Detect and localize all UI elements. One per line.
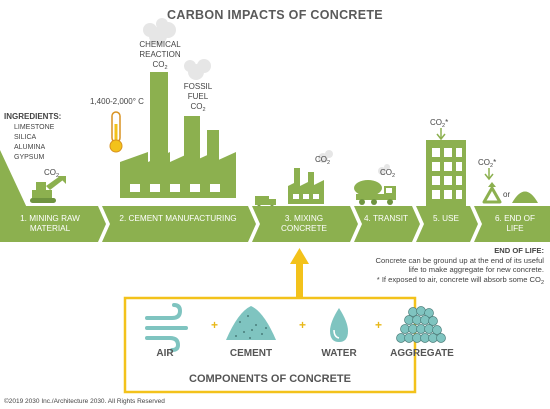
end-of-life-line-2: life to make aggregate for new concrete. (408, 265, 545, 274)
mixer-truck-icon (354, 180, 396, 205)
co2-label-transit: CO2 (380, 168, 396, 179)
plus-sign-1: + (211, 318, 219, 332)
cement-pile-icon (226, 306, 276, 340)
component-aggregate: AGGREGATE (390, 348, 454, 359)
component-water: WATER (321, 348, 357, 359)
smoke-clouds (143, 18, 390, 175)
ingredient-limestone: LIMESTONE (14, 124, 55, 131)
diagram-title: CARBON IMPACTS OF CONCRETE (167, 8, 383, 22)
ingredient-gypsum: GYPSUM (14, 154, 45, 161)
recycle-icon (482, 186, 502, 204)
end-of-life-line-1: Concrete can be ground up at the end of … (375, 255, 544, 265)
stage-label-cement-manufacturing: 2. CEMENT MANUFACTURING (119, 214, 237, 223)
aggregate-pile-icon (512, 191, 538, 203)
air-icon (145, 303, 188, 352)
ingredients-heading: INGREDIENTS: (4, 112, 62, 121)
co2-label-use: CO2* (430, 118, 449, 129)
co2-label-mixing: CO2 (315, 155, 331, 166)
end-of-life-heading: END OF LIFE: (494, 246, 544, 255)
ingredient-alumina: ALUMINA (14, 144, 46, 151)
stage-band (0, 206, 550, 242)
co2-label-end-of-life: CO2* (478, 158, 497, 169)
chemical-reaction-label: CHEMICAL REACTION CO2 (139, 40, 181, 71)
component-cement: CEMENT (229, 348, 273, 359)
yellow-up-arrow (290, 248, 309, 298)
or-label: or (503, 190, 511, 199)
plus-sign-3: + (375, 318, 383, 332)
stage-band-3 (252, 206, 358, 242)
components-box (123, 296, 417, 394)
stage-band-5 (416, 206, 478, 242)
building-icon (426, 140, 466, 210)
stage-label-use: 5. USE (433, 214, 459, 223)
cement-factory-icon (120, 72, 236, 198)
water-drop-icon (330, 308, 348, 342)
stage-band-1 (0, 206, 106, 242)
aggregate-icon (396, 306, 446, 343)
component-air: AIR (156, 348, 174, 359)
stage-band-4 (354, 206, 420, 242)
ingredient-silica: SILICA (14, 134, 37, 141)
thermometer-icon (109, 111, 123, 153)
quarry-hill-icon (0, 150, 28, 210)
fossil-fuel-label: FOSSIL FUEL CO2 (183, 82, 213, 113)
stage-band-2 (102, 206, 256, 242)
temperature-label: 1,400-2,000° C (90, 97, 144, 106)
end-of-life-note: END OF LIFE: Concrete can be ground up a… (314, 246, 544, 286)
plus-sign-2: + (299, 318, 307, 332)
components-title: COMPONENTS OF CONCRETE (189, 373, 351, 385)
excavator-icon (30, 176, 66, 203)
mixing-plant-icon (288, 168, 324, 204)
copyright: ©2019 2030 Inc./Architecture 2030. All R… (4, 398, 165, 405)
stage-band-6 (474, 206, 550, 242)
co2-absorb-arrows (436, 128, 494, 181)
end-of-life-line-3: * If exposed to air, concrete will absor… (376, 274, 544, 286)
co2-label-mining: CO2 (44, 168, 60, 179)
stage-label-transit: 4. TRANSIT (364, 214, 408, 223)
